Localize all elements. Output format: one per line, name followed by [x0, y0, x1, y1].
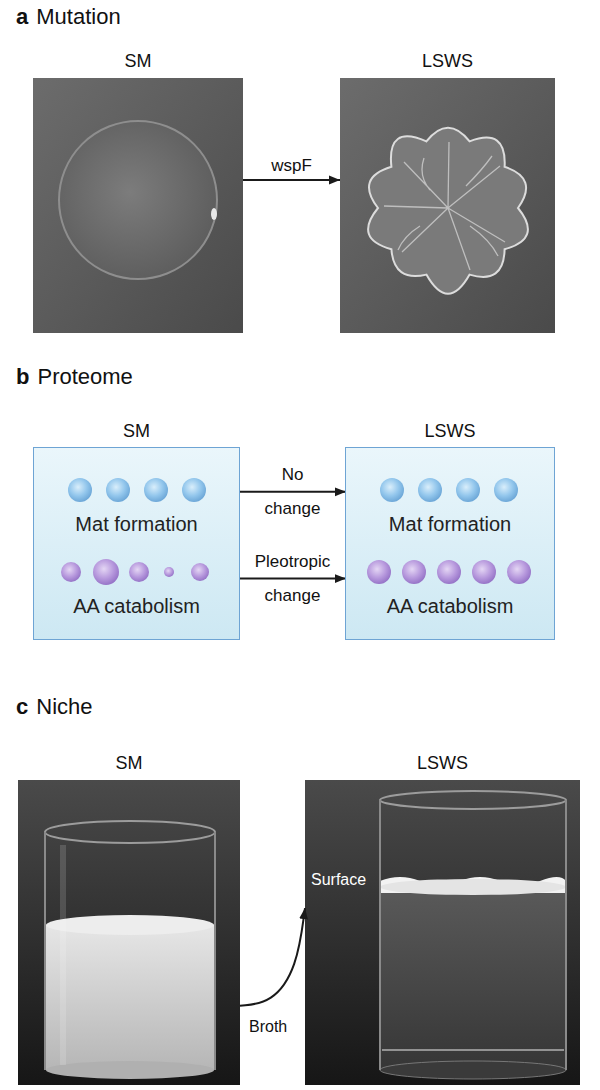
panel-letter: a	[16, 4, 28, 30]
protein-dot	[191, 563, 209, 581]
surface-mat	[380, 879, 566, 895]
wrinkly-colony	[368, 128, 528, 294]
protein-dot	[418, 478, 442, 502]
edge-label: wspF	[271, 155, 312, 176]
protein-dot	[472, 560, 496, 584]
protein-dot	[402, 560, 426, 584]
panel-letter: c	[16, 694, 28, 720]
panel-title: Niche	[36, 694, 92, 720]
protein-dot	[144, 478, 168, 502]
strain-heading: LSWS	[306, 420, 594, 442]
colony-photo-smooth	[33, 78, 243, 333]
protein-dots	[34, 550, 239, 594]
broth-top	[46, 915, 214, 935]
protein-dot	[367, 560, 391, 584]
colony-speck	[211, 208, 217, 220]
protein-dots	[346, 550, 554, 594]
panel-title: Mutation	[36, 4, 120, 30]
vial-wall	[565, 800, 567, 1070]
vial-bottom	[380, 1061, 566, 1079]
culture-photo: SM	[18, 780, 240, 1085]
protein-dot	[494, 478, 518, 502]
protein-dot	[456, 478, 480, 502]
photo-ground	[305, 780, 580, 1085]
vial-wall	[379, 800, 381, 1070]
protein-dot	[61, 562, 81, 582]
group-label: Mat formation	[346, 512, 554, 536]
photo-annotation: Broth	[249, 1017, 287, 1037]
protein-group: Mat formation	[34, 468, 239, 536]
vial-rim	[45, 821, 215, 843]
mutation-arrow	[243, 179, 340, 181]
protein-group: AA catabolism	[346, 550, 554, 618]
protein-dot	[106, 478, 130, 502]
proteome-box: LSWSMat formationAA catabolism	[345, 447, 555, 640]
protein-dot	[68, 478, 92, 502]
protein-dot	[507, 560, 531, 584]
edge-label: No change	[265, 458, 321, 526]
vial-rim	[380, 791, 566, 809]
photo-annotation: Surface	[311, 870, 366, 890]
panel-letter: b	[16, 364, 29, 390]
protein-dot	[93, 559, 119, 585]
strain-heading: SM	[0, 752, 280, 774]
group-label: Mat formation	[34, 512, 239, 536]
group-label: AA catabolism	[346, 594, 554, 618]
change-arrow	[239, 578, 346, 580]
culture-photo-mat	[305, 780, 580, 1085]
clear-broth	[380, 886, 566, 1070]
protein-dot	[380, 478, 404, 502]
glass-highlight	[60, 845, 66, 1065]
change-arrow	[239, 491, 346, 493]
cloudy-broth	[46, 925, 214, 1070]
smooth-colony	[59, 121, 217, 279]
protein-dot	[129, 562, 149, 582]
colony-photo: LSWS	[340, 78, 555, 333]
photo-ground	[33, 78, 243, 333]
vial-wall	[44, 832, 46, 1070]
group-label: AA catabolism	[34, 594, 239, 618]
protein-dot	[164, 567, 174, 577]
strain-heading: SM	[0, 420, 279, 442]
colony-wrinkles	[384, 142, 505, 270]
edge-label: Pleotropic change	[255, 545, 331, 613]
protein-dot	[182, 478, 206, 502]
photo-ground	[18, 780, 240, 1085]
protein-group: AA catabolism	[34, 550, 239, 618]
niche-arrow	[240, 908, 305, 1006]
culture-photo-cloudy	[18, 780, 240, 1085]
proteome-box: SMMat formationAA catabolism	[33, 447, 240, 640]
photo-ground	[340, 78, 555, 333]
vial-bottom	[46, 1061, 214, 1079]
protein-dots	[346, 468, 554, 512]
strain-heading: SM	[0, 50, 283, 72]
colony-photo: SM	[33, 78, 243, 333]
strain-heading: LSWS	[300, 50, 595, 72]
panel-title: Proteome	[37, 364, 132, 390]
protein-group: Mat formation	[346, 468, 554, 536]
vial-wall	[214, 832, 216, 1070]
vial-reflection	[382, 1049, 564, 1051]
protein-dot	[437, 560, 461, 584]
protein-dots	[34, 468, 239, 512]
strain-heading: LSWS	[265, 752, 600, 774]
colony-photo-wrinkly	[340, 78, 555, 333]
culture-photo: LSWS	[305, 780, 580, 1085]
